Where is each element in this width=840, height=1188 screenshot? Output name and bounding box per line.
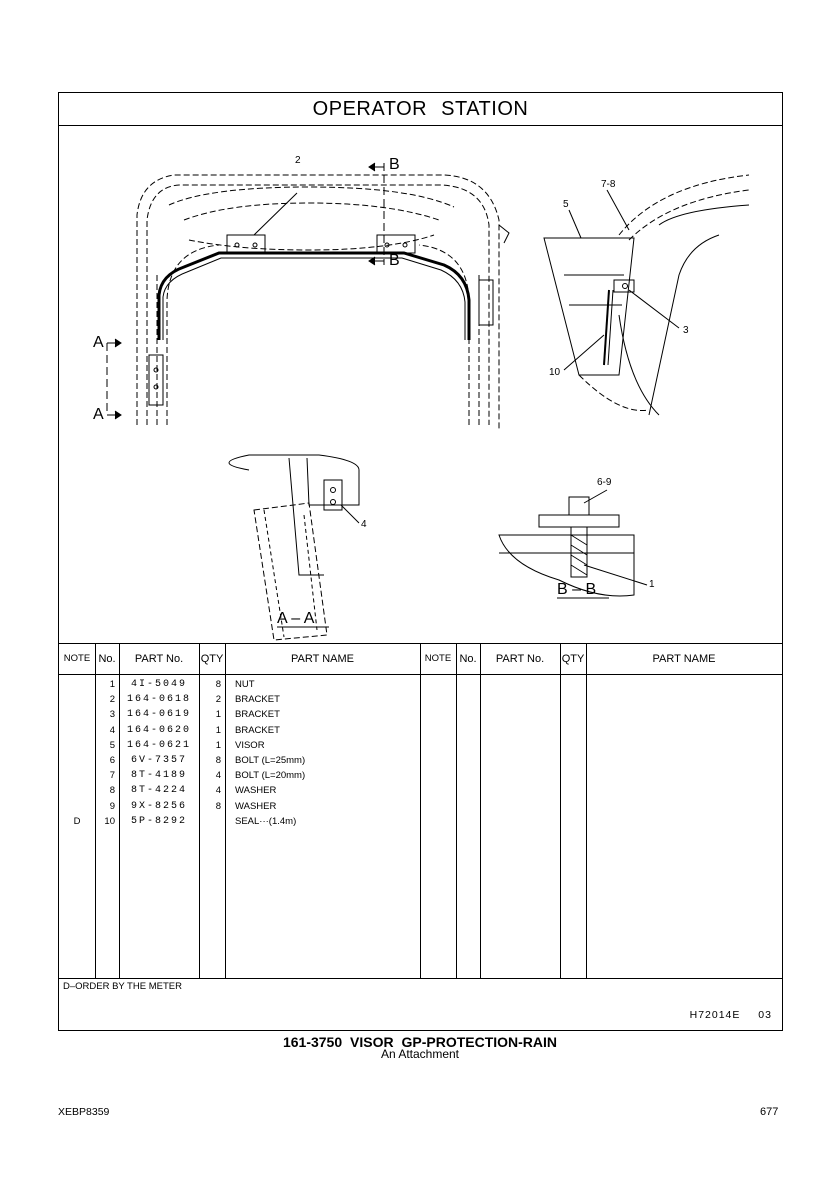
callout-a-bottom: A (93, 406, 104, 423)
cell-qty: 8 (215, 679, 221, 690)
cell-part-no: 6V-7357 (130, 755, 187, 766)
cell-no: 4 (109, 724, 115, 736)
cell-part-no: 164-0621 (126, 739, 191, 751)
cell-qty: 1 (215, 724, 221, 736)
cell-qty: 4 (215, 785, 221, 797)
cell-part-no: 164-0618 (126, 694, 191, 706)
callout-b-top: B (389, 156, 400, 173)
cell-qty: 1 (215, 739, 221, 751)
table-row: 4 164-0620 1 BRACKET (59, 723, 782, 738)
cell-name: WASHER (235, 785, 277, 797)
cell-qty: 2 (215, 694, 221, 706)
footnote: D–ORDER BY THE METER (63, 981, 182, 992)
view-label-aa: A – A (277, 610, 315, 627)
header-note-right: NOTE (424, 653, 452, 664)
cell-no: 2 (109, 694, 115, 706)
table-row: 9 9X-8256 8 WASHER (59, 799, 782, 814)
cell-part-no: 4I-5049 (130, 679, 187, 690)
callout-5: 5 (563, 199, 569, 210)
document-id: XEBP8359 (58, 1106, 110, 1118)
cell-part-no: 5P-8292 (130, 815, 187, 827)
header-qty: QTY (200, 653, 224, 665)
table-row: 2 164-0618 2 BRACKET (59, 692, 782, 707)
cell-qty: 8 (215, 800, 221, 812)
cell-qty: 4 (215, 770, 221, 782)
table-row: 7 8T-4189 4 BOLT (L=20mm) (59, 768, 782, 783)
table-row: 5 164-0621 1 VISOR (59, 738, 782, 753)
cell-no: 10 (104, 815, 115, 827)
header-part-name: PART NAME (291, 653, 354, 665)
callout-2: 2 (295, 155, 301, 166)
callout-a-top: A (93, 334, 104, 351)
assembly-illustration: 2 B B A A 5 7-8 3 10 4 6-9 1 A – A B – B (93, 155, 750, 641)
page-number: 677 (760, 1106, 779, 1118)
cell-part-no: 8T-4224 (130, 785, 187, 797)
cell-name: SEAL···(1.4m) (235, 815, 297, 827)
cell-name: BRACKET (235, 694, 280, 706)
cell-part-no: 164-0619 (126, 709, 191, 721)
cell-name: VISOR (235, 739, 265, 751)
cell-no: 3 (109, 709, 115, 721)
table-row: 6 6V-7357 8 BOLT (L=25mm) (59, 753, 782, 768)
cell-no: 7 (109, 770, 115, 782)
cell-name: NUT (235, 679, 255, 690)
exploded-view-drawing: 2 B B A A 5 7-8 3 10 4 6-9 1 A – A B – B (59, 125, 782, 643)
callout-10: 10 (549, 367, 561, 378)
table-row: 8 8T-4224 4 WASHER (59, 783, 782, 798)
parts-sheet-frame: OPERATOR STATION (58, 92, 783, 1031)
cell-name: BOLT (L=25mm) (235, 755, 306, 766)
cell-no: 9 (109, 800, 115, 812)
cell-part-no: 164-0620 (126, 724, 191, 736)
cell-note: D (73, 815, 81, 827)
caption-title: 161-3750 VISOR GP-PROTECTION-RAIN (282, 1034, 558, 1050)
cell-name: BRACKET (235, 709, 280, 721)
cell-no: 1 (109, 679, 115, 690)
callout-7-8: 7-8 (601, 179, 616, 190)
header-part-no: PART No. (134, 653, 184, 665)
header-no-right: No. (459, 653, 477, 665)
reference-code: H72014E 03 (689, 1009, 772, 1021)
header-part-name-right: PART NAME (652, 653, 716, 665)
cell-name: WASHER (235, 800, 277, 812)
table-row: D 10 5P-8292 SEAL···(1.4m) (59, 814, 782, 829)
cell-part-no: 9X-8256 (130, 800, 187, 812)
cell-no: 5 (109, 739, 115, 751)
cell-qty: 1 (215, 709, 221, 721)
table-row: 3 164-0619 1 BRACKET (59, 707, 782, 722)
callout-3: 3 (683, 325, 689, 336)
cell-qty: 8 (215, 755, 221, 766)
callout-4: 4 (361, 519, 367, 530)
callout-b-bottom: B (389, 252, 400, 269)
cell-no: 8 (109, 785, 115, 797)
callout-6-9: 6-9 (597, 477, 612, 488)
cell-no: 6 (109, 755, 115, 766)
caption-subtitle: An Attachment (380, 1047, 460, 1061)
header-qty-right: QTY (561, 653, 585, 665)
header-no: No. (98, 653, 116, 665)
cell-part-no: 8T-4189 (130, 770, 187, 782)
header-note: NOTE (63, 653, 91, 664)
table-row: 1 4I-5049 8 NUT (59, 677, 782, 692)
callout-1: 1 (649, 579, 655, 590)
header-part-no-right: PART No. (495, 653, 545, 665)
view-label-bb: B – B (557, 581, 596, 598)
cell-name: BOLT (L=20mm) (235, 770, 306, 782)
page-title: OPERATOR STATION (59, 93, 782, 126)
parts-table: NOTE No. PART No. QTY PART NAME NOTE No.… (59, 643, 782, 978)
cell-name: BRACKET (235, 724, 280, 736)
